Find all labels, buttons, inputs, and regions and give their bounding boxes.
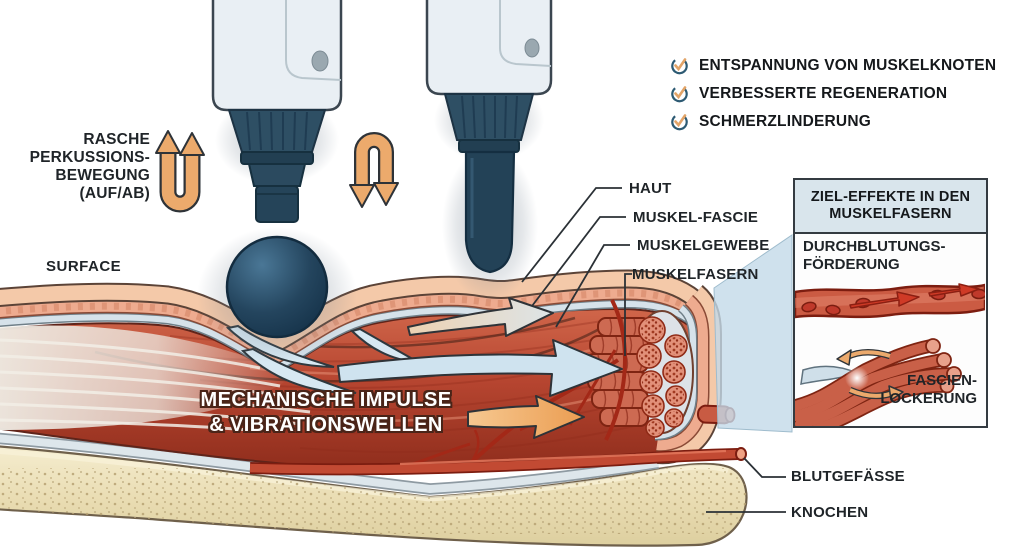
effect-2-line-2: LOCKERUNG xyxy=(880,390,977,407)
muscle-impulse-caption: MECHANISCHE IMPULSE & VIBRATIONSWELLEN xyxy=(178,388,474,438)
effect-1-line-1: DURCHBLUTUNGS- xyxy=(803,238,946,255)
effect-1-line-2: FÖRDERUNG xyxy=(803,256,900,273)
impulse-arrow-main xyxy=(337,339,623,397)
device-button xyxy=(524,38,540,58)
label-muskel-fascie: MUSKEL-FASCIE xyxy=(633,209,759,226)
check-circle-icon xyxy=(671,85,688,103)
check-circle-icon xyxy=(671,57,688,75)
percussion-motion-label: RASCHE PERKUSSIONS- BEWEGUNG (AUF/AB) xyxy=(0,131,150,203)
up-down-arrow-middle xyxy=(349,132,399,208)
label-haut: HAUT xyxy=(629,180,672,197)
tendon xyxy=(0,325,311,432)
benefit-label: SCHMERZLINDERUNG xyxy=(699,112,871,130)
percussion-line-3: BEWEGUNG xyxy=(55,167,150,184)
massage-gun-bullet xyxy=(425,0,553,274)
deep-fascia-layer xyxy=(0,432,659,495)
muscle-impulse-line-1: MECHANISCHE IMPULSE xyxy=(200,389,452,411)
benefit-item: VERBESSERTE REGENERATION xyxy=(670,84,996,103)
fascicle-circles xyxy=(636,316,688,438)
effect-2-line-1: FASCIEN- xyxy=(906,372,977,389)
zoom-callout-wedge xyxy=(713,234,793,433)
benefit-label: ENTSPANNUNG VON MUSKELKNOTEN xyxy=(699,56,997,74)
fascia-release-illustration xyxy=(795,338,962,426)
percussion-line-4: (AUF/AB) xyxy=(79,185,150,202)
label-muskelfasern: MUSKELFASERN xyxy=(632,266,759,283)
label-blutgefaesse: BLUTGEFÄSSE xyxy=(791,468,905,485)
benefits-list: ENTSPANNUNG VON MUSKELKNOTEN VERBESSERTE… xyxy=(670,56,996,131)
panel-title: ZIEL-EFFEKTE IN DEN MUSKELFASERN xyxy=(795,180,986,234)
leader-lines xyxy=(521,187,786,513)
surface-label: SURFACE xyxy=(46,258,122,275)
benefit-item: ENTSPANNUNG VON MUSKELKNOTEN xyxy=(670,56,996,75)
flow-arrow-icon xyxy=(849,283,980,309)
muscle-impulse-line-2: & VIBRATIONSWELLEN xyxy=(209,414,443,436)
bullet-attachment-head xyxy=(464,150,516,274)
percussion-line-2: PERKUSSIONS- xyxy=(29,149,150,166)
benefit-label: VERBESSERTE REGENERATION xyxy=(699,84,948,102)
release-arrow-icon xyxy=(836,349,904,401)
panel-title-line-1: ZIEL-EFFEKTE IN DEN xyxy=(810,189,971,205)
percussion-line-1: RASCHE xyxy=(83,131,150,148)
effect-fascien: FASCIEN- LOCKERUNG xyxy=(880,372,977,408)
up-down-arrow-left xyxy=(155,130,205,213)
device-button xyxy=(311,50,329,72)
benefit-item: SCHMERZLINDERUNG xyxy=(670,112,996,131)
label-muskelgewebe: MUSKELGEWEBE xyxy=(637,237,770,254)
label-knochen: KNOCHEN xyxy=(791,504,869,521)
impulse-arrow-top xyxy=(407,297,554,337)
impulse-arrows xyxy=(337,297,623,439)
panel-title-line-2: MUSKELFASERN xyxy=(829,206,952,222)
target-effects-panel: ZIEL-EFFEKTE IN DEN MUSKELFASERN DURCHBL… xyxy=(793,178,988,428)
blood-flow-illustration xyxy=(795,283,985,319)
effect-durchblutung: DURCHBLUTUNGS- FÖRDERUNG xyxy=(803,238,946,274)
check-circle-icon xyxy=(671,113,688,131)
impulse-arrow-orange xyxy=(467,395,585,439)
massage-gun-ball xyxy=(211,0,343,339)
ball-attachment-head xyxy=(225,235,329,339)
